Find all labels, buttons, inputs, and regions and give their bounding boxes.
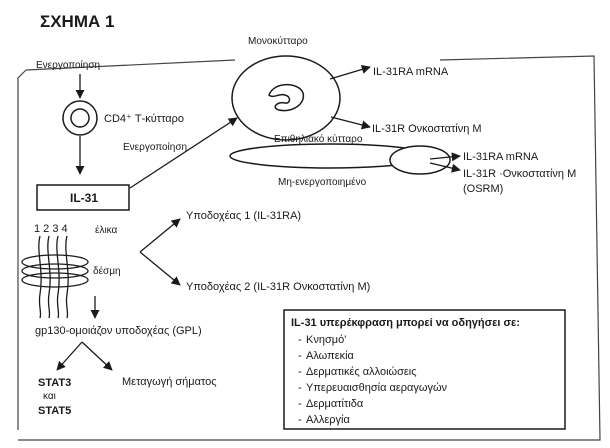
note-item: Κνησμό' (306, 334, 346, 346)
arrow-to-receptor1 (139, 218, 181, 253)
arrow-to-stat (56, 341, 83, 371)
stat5-label: STAT5 (38, 405, 71, 417)
helix-label: έλικα (95, 224, 118, 236)
epithelial-output-1: IL-31RA mRNA (463, 151, 539, 163)
note-item: Δερματικές αλλοιώσεις (306, 366, 417, 378)
epithelial-nucleus (389, 145, 451, 175)
epithelial-label: Επιθηλιακό κύτταρο (274, 133, 363, 145)
overexpression-note-box (283, 309, 566, 430)
epithelial-output-2: IL-31R ·Ονκοστατίνη Μ (463, 168, 576, 180)
diagram-frame (17, 55, 601, 441)
helix-numbers: 1 2 3 4 (34, 223, 68, 235)
arrow-to-signal (81, 341, 113, 371)
arrow-il31-to-monocyte (129, 117, 238, 189)
note-bullet: - (298, 414, 302, 426)
arrow-to-receptor2 (139, 251, 181, 286)
il31-box (36, 184, 130, 211)
arrow-monocyte-out2 (330, 116, 371, 130)
monocyte-nucleus (268, 83, 305, 112)
epithelial-output-2b: (OSRM) (463, 183, 503, 195)
activation-label-top: Ενεργοποίηση (36, 59, 100, 71)
note-bullet: - (298, 366, 302, 378)
gp130-label: gp130-ομοιάζον υποδοχέας (GPL) (35, 325, 202, 337)
monocyte-output-1: IL-31RA mRNA (373, 66, 449, 78)
note-item: Υπερευαισθησία αεραγωγών (306, 382, 448, 394)
note-list: - Κνησμό' - Αλωπεκία - Δερματικές αλλοιώ… (298, 334, 448, 426)
note-item: Δερματίτιδα (306, 398, 364, 410)
signal-transduction-label: Μεταγωγή σήματος (122, 376, 217, 388)
monocyte-label: Μονοκύτταρο (248, 35, 308, 47)
cd4-cell-label: CD4⁺ Τ-κύτταρο (104, 113, 184, 125)
epithelial-state-label: Μη-ενεργοποιημένο (278, 176, 367, 188)
binding-label: δέσμη (93, 265, 121, 277)
figure-title: ΣΧΗΜΑ 1 (40, 12, 114, 31)
stat-and-label: και (43, 391, 56, 402)
monocyte-cell (231, 55, 341, 141)
note-bullet: - (298, 350, 302, 362)
activation-label-mid: Ενεργοποίηση (123, 141, 187, 153)
receptor-2-label: Υποδοχέας 2 (IL-31R Ονκοστατίνη Μ) (186, 281, 370, 293)
arrow-monocyte-out1 (329, 64, 371, 80)
note-bullet: - (298, 334, 302, 346)
stat3-label: STAT3 (38, 377, 71, 389)
il31-box-label: IL-31 (70, 191, 98, 205)
arrow-epithelial-out2 (429, 162, 461, 173)
note-item: Αλωπεκία (306, 350, 355, 362)
cd4-cell-nucleus (70, 108, 90, 128)
note-bullet: - (298, 398, 302, 410)
receptor-1-label: Υποδοχέας 1 (IL-31RA) (186, 210, 301, 222)
arrow-epithelial-out1 (429, 152, 461, 162)
note-bullet: - (298, 382, 302, 394)
note-heading: IL-31 υπερέκφραση μπορεί να οδηγήσει σε: (291, 317, 520, 329)
helix-bundle (21, 235, 89, 319)
monocyte-output-2: IL-31R Ονκοστατίνη Μ (372, 123, 482, 135)
note-item: Αλλεργία (306, 414, 350, 426)
